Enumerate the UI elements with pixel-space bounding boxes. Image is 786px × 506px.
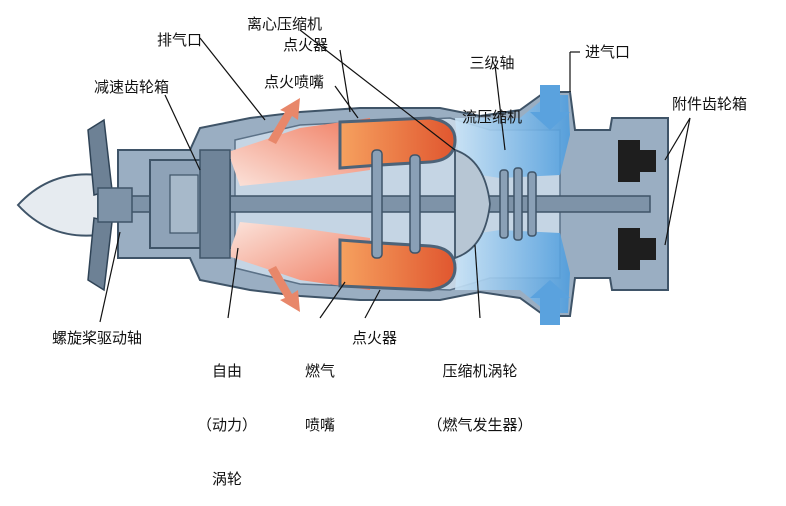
turboprop-diagram: 排气口 减速齿轮箱 离心压缩机 点火器 点火喷嘴 三级轴 流压缩机 进气口 附件…: [16, 15, 748, 488]
hot-gas-top: [228, 118, 370, 186]
exhaust-arrow-top: [268, 98, 300, 144]
label-fuel-nozzle-line2: 喷嘴: [304, 416, 335, 434]
turbine-discs: [371, 149, 421, 259]
label-air-inlet: 进气口: [585, 43, 631, 61]
label-free-turbine: 自由 （动力） 涡轮: [187, 326, 267, 506]
hot-gas-bottom: [228, 222, 370, 290]
intake-arrow-top: [530, 85, 570, 130]
label-compressor-turbine-line2: （燃气发生器）: [427, 416, 533, 434]
label-igniter-bottom: 点火器: [352, 329, 398, 347]
centrifugal-impeller: [454, 148, 491, 260]
label-free-turbine-line3: 涡轮: [211, 470, 242, 488]
label-fuel-nozzle-line1: 燃气: [304, 362, 335, 380]
label-reduction-gearbox: 减速齿轮箱: [94, 78, 170, 96]
combustor-bottom: [338, 238, 457, 292]
accessory-gears: [618, 140, 656, 270]
label-free-turbine-line2: （动力）: [196, 416, 257, 434]
label-axial-compressor: 三级轴 流压缩机: [442, 18, 542, 144]
label-compressor-turbine: 压缩机涡轮 （燃气发生器）: [420, 326, 540, 452]
exhaust-arrow-bottom: [268, 266, 300, 312]
label-exhaust: 排气口: [157, 31, 203, 49]
label-propeller-shaft: 螺旋桨驱动轴: [52, 329, 143, 347]
label-free-turbine-line1: 自由: [211, 362, 242, 380]
leader-lines: [99, 29, 691, 323]
label-igniter-nozzle: 点火喷嘴: [264, 73, 325, 91]
label-compressor-turbine-line1: 压缩机涡轮: [442, 362, 518, 380]
combustor-top: [338, 116, 457, 170]
label-igniter-top: 点火器: [283, 36, 329, 54]
engine-cutaway: [16, 29, 691, 325]
label-axial-compressor-line1: 三级轴: [469, 54, 515, 72]
axial-stages: [499, 167, 537, 241]
label-fuel-nozzle: 燃气 喷嘴: [295, 326, 345, 452]
label-centrifugal-compressor: 离心压缩机: [247, 15, 323, 33]
label-accessory-gearbox: 附件齿轮箱: [672, 95, 748, 113]
intake-arrow-bottom: [530, 280, 570, 325]
label-axial-compressor-line2: 流压缩机: [461, 108, 522, 126]
spinner: [16, 173, 99, 237]
